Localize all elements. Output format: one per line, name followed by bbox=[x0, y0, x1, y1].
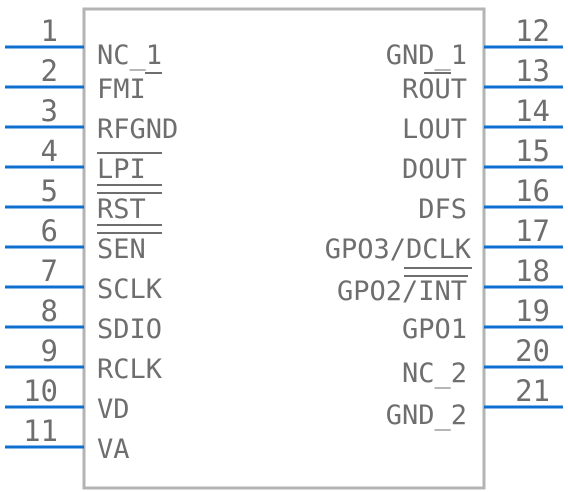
pin-8-name: SDIO bbox=[97, 314, 162, 345]
pin-7-number: 7 bbox=[41, 254, 58, 288]
active-low-overbars bbox=[97, 72, 472, 277]
pin-14-name: LOUT bbox=[402, 114, 467, 145]
pin-12-number: 12 bbox=[515, 14, 550, 48]
pin-20-number: 20 bbox=[515, 334, 550, 368]
pin-19-name: GPO1 bbox=[402, 314, 467, 345]
pin-9-name: RCLK bbox=[97, 354, 163, 385]
pin-18-name: GPO2/INT bbox=[337, 276, 467, 307]
pin-13-number: 13 bbox=[515, 54, 550, 88]
pin-13-name: ROUT bbox=[402, 74, 467, 105]
pin-16-name: DFS bbox=[418, 194, 467, 225]
pin-11-name: VA bbox=[97, 434, 130, 465]
pin-10-number: 10 bbox=[23, 374, 58, 408]
pin-18-number: 18 bbox=[515, 254, 550, 288]
right-pins: 12 GND_1 13 ROUT 14 LOUT 15 DOUT 16 DFS … bbox=[325, 14, 563, 431]
pin-17-number: 17 bbox=[515, 214, 550, 248]
pin-12-name: GND_1 bbox=[386, 40, 467, 71]
pin-14-number: 14 bbox=[515, 94, 550, 128]
component-body bbox=[82, 7, 486, 490]
pin-21-number: 21 bbox=[515, 374, 550, 408]
pin-4-name: LPI bbox=[97, 154, 146, 185]
pin-11-number: 11 bbox=[23, 414, 58, 448]
pin-7-name: SCLK bbox=[97, 274, 163, 305]
pin-16-number: 16 bbox=[515, 174, 550, 208]
pin-15-number: 15 bbox=[515, 134, 550, 168]
pin-9-number: 9 bbox=[41, 334, 58, 368]
pin-3-number: 3 bbox=[41, 94, 58, 128]
pin-15-name: DOUT bbox=[402, 154, 467, 185]
pin-10-name: VD bbox=[97, 394, 130, 425]
pin-2-number: 2 bbox=[41, 54, 58, 88]
pin-17-name: GPO3/DCLK bbox=[325, 234, 472, 265]
pin-1-number: 1 bbox=[41, 14, 58, 48]
pin-6-number: 6 bbox=[41, 214, 58, 248]
pin-4-number: 4 bbox=[41, 134, 58, 168]
pin-8-number: 8 bbox=[41, 294, 58, 328]
pin-5-name: RST bbox=[97, 194, 146, 225]
pin-3-name: RFGND bbox=[97, 114, 178, 145]
pin-20-name: NC_2 bbox=[402, 358, 467, 389]
pin-5-number: 5 bbox=[41, 174, 58, 208]
pin-19-number: 19 bbox=[515, 294, 550, 328]
left-pins: 1 NC_1 2 FMI 3 RFGND 4 LPI 5 RST 6 SEN 7… bbox=[5, 14, 178, 465]
pin-2-name: FMI bbox=[97, 74, 146, 105]
pin-21-name: GND_2 bbox=[386, 400, 467, 431]
pin-6-name: SEN bbox=[97, 234, 146, 265]
pin-1-name: NC_1 bbox=[97, 40, 162, 71]
